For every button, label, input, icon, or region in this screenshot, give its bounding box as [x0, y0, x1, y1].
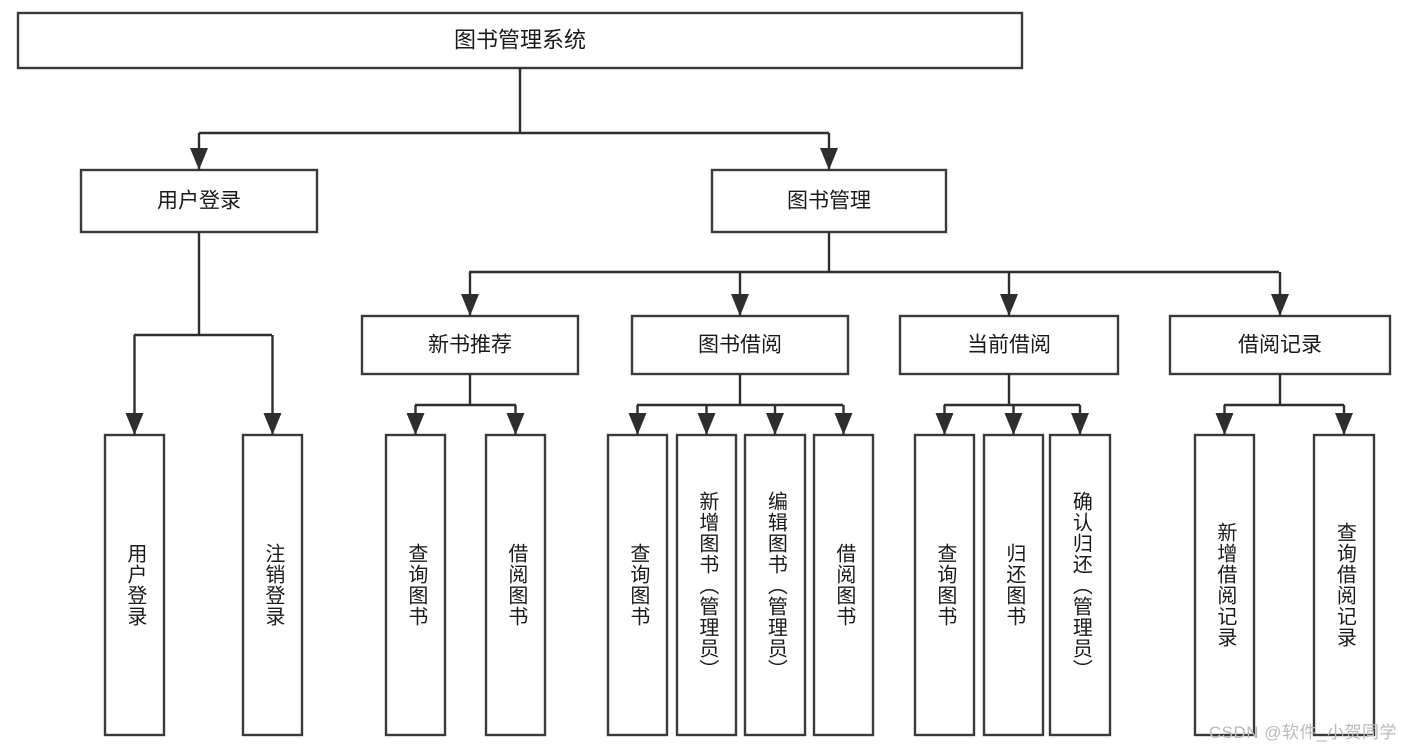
- leaf-node-leaf-user-login[interactable]: [103, 433, 166, 737]
- node-new-book-rec[interactable]: 新书推荐: [360, 314, 580, 376]
- leaf-node-leaf-query-book-1[interactable]: [384, 433, 447, 737]
- arrow-head-icon-leaf-add-book: [697, 413, 716, 435]
- watermark-text: CSDN @软件_小贺同学: [1208, 723, 1397, 742]
- node-book-manage[interactable]: 图书管理: [710, 168, 948, 234]
- arrow-head-icon-leaf-borrow-book-2: [834, 413, 853, 435]
- arrow-head-icon-leaf-confirm-return: [1071, 413, 1089, 435]
- leaf-node-leaf-query-book-2[interactable]: [606, 433, 669, 737]
- leaf-node-leaf-logout[interactable]: [241, 433, 304, 737]
- arrow-head-icon-leaf-add-record: [1215, 413, 1234, 435]
- leaf-node-leaf-query-record[interactable]: [1312, 433, 1376, 737]
- node-label-book-borrow: 图书借阅: [698, 334, 782, 357]
- arrow-head-icon-leaf-query-book-1: [406, 413, 425, 435]
- arrow-head-icon-leaf-query-book-3: [935, 413, 954, 435]
- leaf-box-leaf-query-record: [1312, 433, 1376, 737]
- node-user-login[interactable]: 用户登录: [79, 168, 319, 234]
- leaf-node-leaf-add-book[interactable]: [675, 433, 738, 737]
- node-label-borrow-record: 借阅记录: [1238, 334, 1322, 357]
- leaf-node-leaf-edit-book[interactable]: [743, 433, 807, 737]
- leaf-box-leaf-add-book: [675, 433, 738, 737]
- leaf-node-leaf-query-book-3[interactable]: [913, 433, 976, 737]
- node-label-book-manage: 图书管理: [787, 190, 871, 213]
- arrow-head-icon-leaf-edit-book: [766, 413, 784, 435]
- leaf-box-leaf-add-record: [1193, 433, 1256, 737]
- leaf-node-leaf-borrow-book-1[interactable]: [484, 433, 547, 737]
- node-root-system[interactable]: 图书管理系统: [16, 11, 1024, 70]
- arrow-head-icon-leaf-query-book-2: [628, 413, 647, 435]
- node-label-new-book-rec: 新书推荐: [428, 334, 512, 357]
- leaf-box-leaf-return-book: [982, 433, 1045, 737]
- arrow-head-icon-leaf-query-record: [1335, 413, 1353, 435]
- node-label-user-login: 用户登录: [157, 190, 241, 213]
- arrow-head-icon-leaf-borrow-book-1: [506, 413, 525, 435]
- leaf-box-leaf-confirm-return: [1048, 433, 1112, 737]
- leaf-box-leaf-borrow-book-1: [484, 433, 547, 737]
- leaf-node-leaf-borrow-book-2[interactable]: [812, 433, 875, 737]
- node-book-borrow[interactable]: 图书借阅: [630, 314, 850, 376]
- leaf-box-leaf-logout: [241, 433, 304, 737]
- leaf-box-leaf-user-login: [103, 433, 166, 737]
- node-current-borrow[interactable]: 当前借阅: [898, 314, 1120, 376]
- node-box-new-book-rec: [360, 314, 580, 376]
- arrow-head-icon-leaf-logout: [263, 413, 282, 435]
- arrow-head-icon-borrow-record: [1271, 294, 1289, 316]
- node-label-current-borrow: 当前借阅: [967, 334, 1051, 357]
- arrow-head-icon-user-login: [190, 148, 208, 170]
- leaf-node-leaf-confirm-return[interactable]: [1048, 433, 1112, 737]
- node-box-root: [16, 11, 1024, 70]
- arrow-head-icon-book-borrow: [731, 294, 749, 316]
- node-box-user-login: [79, 168, 319, 234]
- leaf-box-leaf-query-book-2: [606, 433, 669, 737]
- node-box-current-borrow: [898, 314, 1120, 376]
- leaf-box-leaf-query-book-1: [384, 433, 447, 737]
- arrow-head-icon-current-borrow: [1000, 294, 1018, 316]
- leaf-node-leaf-add-record[interactable]: [1193, 433, 1256, 737]
- node-label-root: 图书管理系统: [454, 27, 586, 52]
- leaf-box-leaf-edit-book: [743, 433, 807, 737]
- arrow-head-icon-new-book-rec: [461, 294, 479, 316]
- leaf-box-leaf-borrow-book-2: [812, 433, 875, 737]
- leaf-node-leaf-return-book[interactable]: [982, 433, 1045, 737]
- node-borrow-record[interactable]: 借阅记录: [1168, 314, 1392, 376]
- arrow-head-icon-leaf-user-login: [125, 413, 144, 435]
- arrow-head-icon-book-manage: [820, 148, 838, 170]
- leaf-box-leaf-query-book-3: [913, 433, 976, 737]
- arrow-head-icon-leaf-return-book: [1004, 413, 1023, 435]
